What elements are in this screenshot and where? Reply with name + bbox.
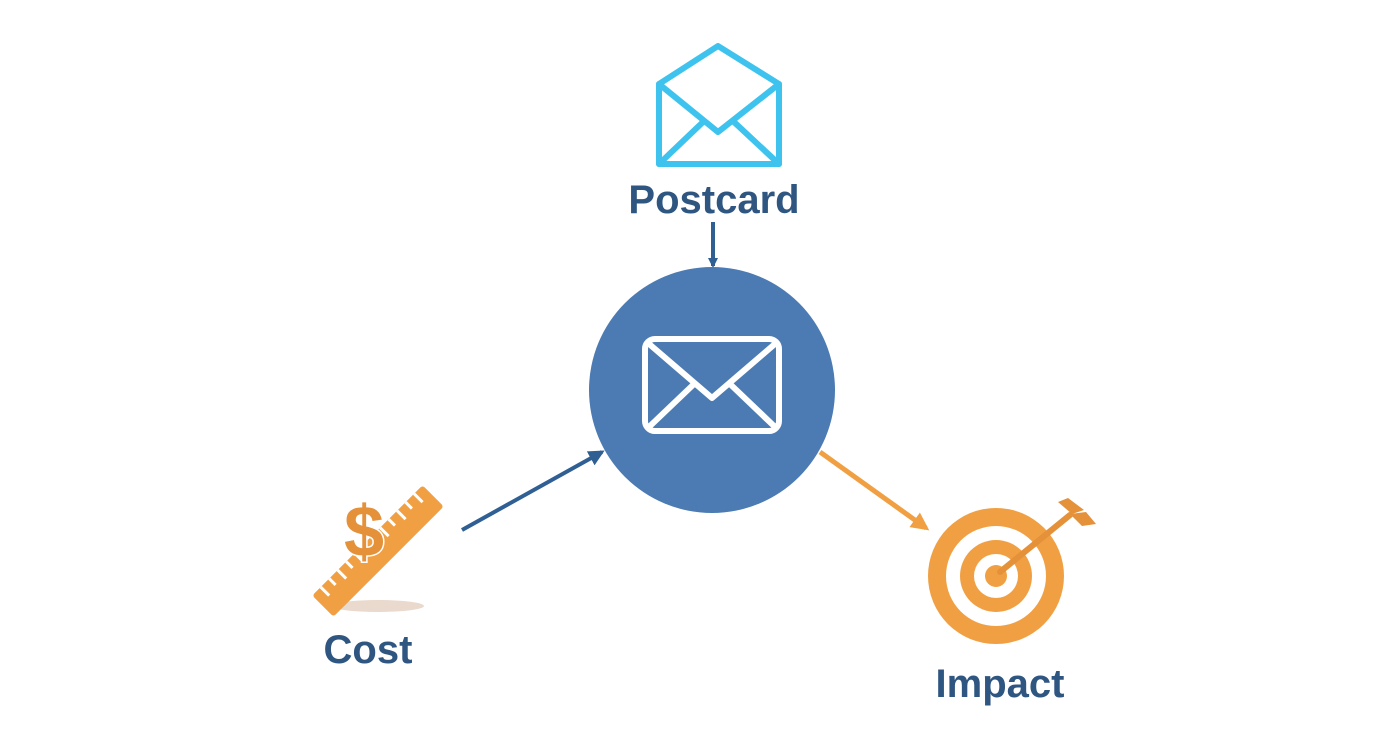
open-envelope-icon (656, 43, 782, 167)
target-icon (928, 498, 1096, 644)
impact-label: Impact (935, 662, 1065, 706)
arrow-cost-to-hub (461, 450, 605, 532)
ruler-shadow (332, 600, 424, 612)
arrow-hub-to-impact (818, 449, 930, 531)
postcard-label: Postcard (628, 178, 800, 222)
dollar-symbol: $ (344, 492, 384, 572)
dollar-ruler-icon: $ (313, 486, 443, 616)
hub-circle (589, 267, 835, 513)
cost-label: Cost (323, 628, 413, 672)
envelope-icon (642, 336, 782, 434)
